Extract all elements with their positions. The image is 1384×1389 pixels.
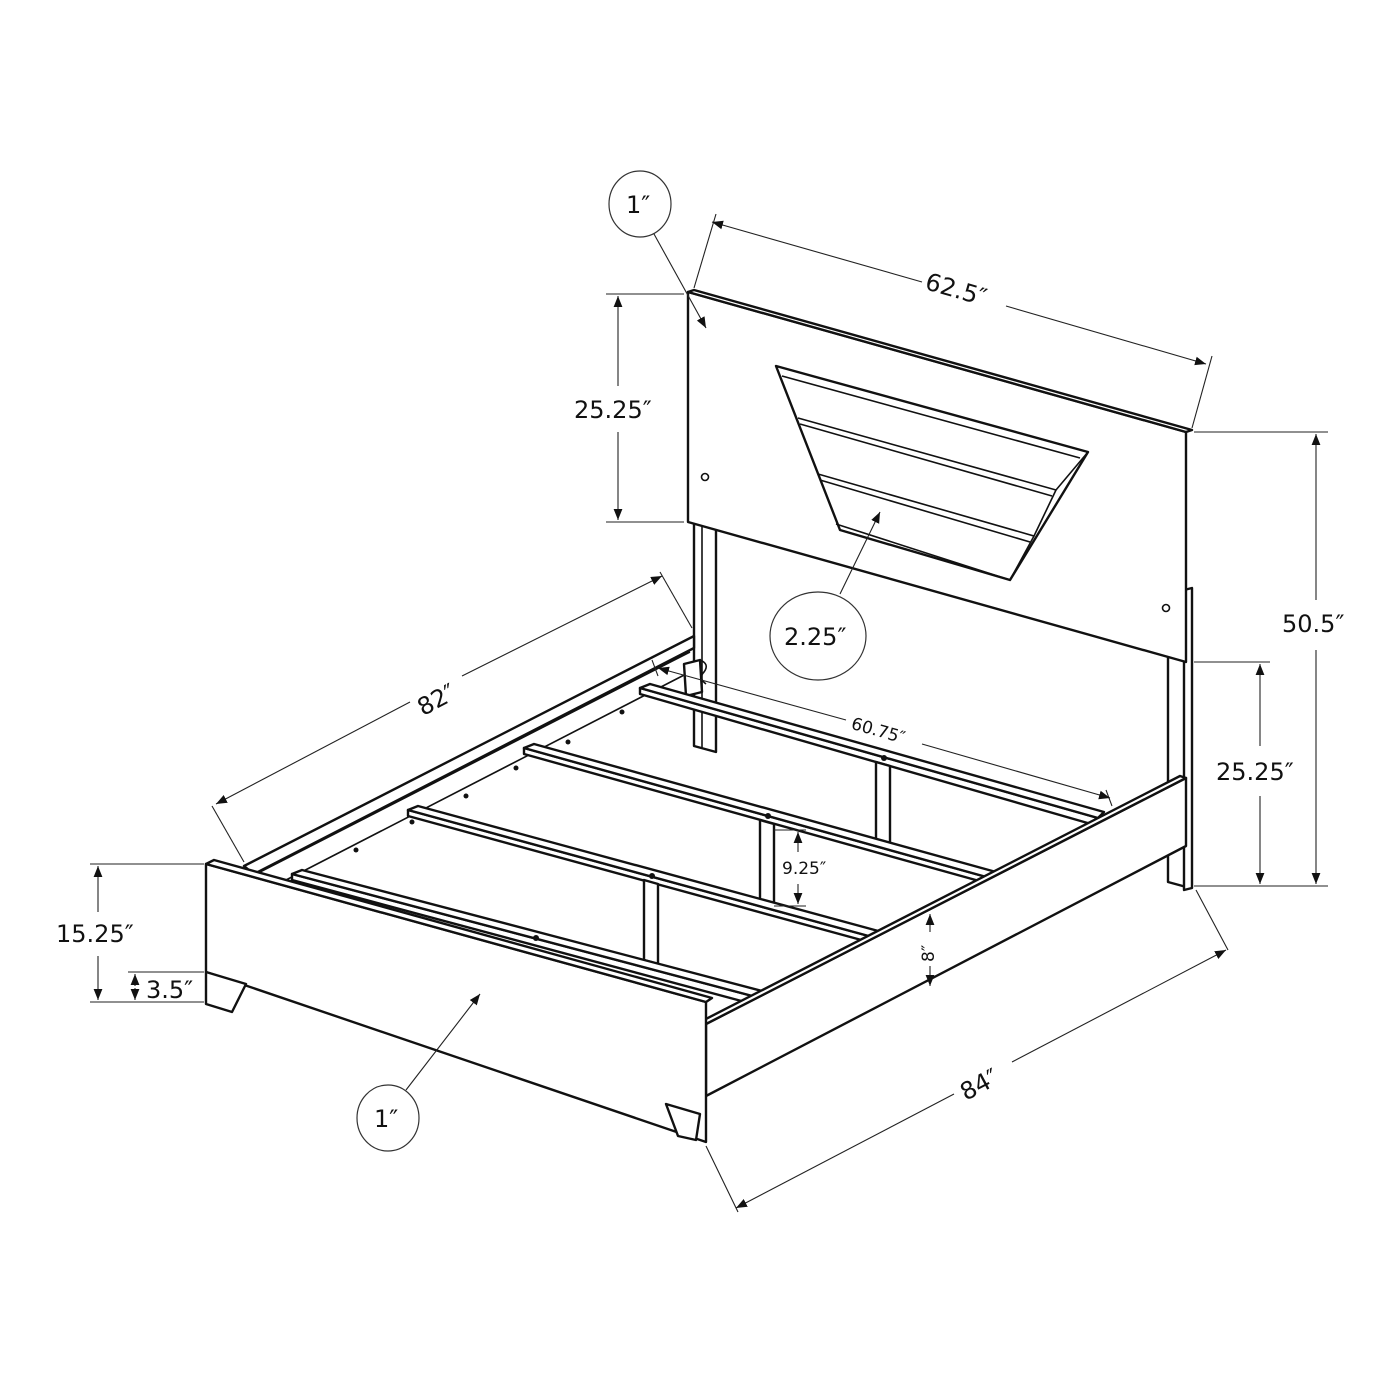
dim-headboard-leg-height: 25.25″ xyxy=(1194,661,1294,884)
dim-footboard-leg-height: 3.5″ xyxy=(128,971,204,1004)
dim-label-headboard-panel-height: 25.25″ xyxy=(574,396,652,424)
left-side-rail xyxy=(242,634,696,876)
callout-label-headboard-thickness: 1″ xyxy=(626,191,650,219)
dim-slat-support-leg-height: 9.25″ xyxy=(774,829,826,907)
dim-footboard-height: 15.25″ xyxy=(56,863,204,1003)
callout-label-inset-panel: 2.25″ xyxy=(784,623,846,651)
slat-1 xyxy=(638,682,1106,848)
headboard-bolt-hole-right xyxy=(1161,603,1171,613)
callout-inset-panel: 2.25″ xyxy=(769,511,881,681)
left-rail-ledge xyxy=(285,671,691,881)
dim-label-bed-length-inside: 82″ xyxy=(413,678,461,721)
callout-footboard-thickness: 1″ xyxy=(356,993,481,1152)
slat-1-support-leg xyxy=(874,760,892,848)
footboard-right-leg xyxy=(664,1102,702,1142)
callout-label-footboard-thickness: 1″ xyxy=(374,1105,398,1133)
dim-label-footboard-leg-height: 3.5″ xyxy=(146,976,193,1004)
dim-label-headboard-width: 62.5″ xyxy=(922,268,990,312)
footboard xyxy=(204,858,714,1144)
dim-headboard-panel-height: 25.25″ xyxy=(574,293,684,523)
dim-label-overall-length: 84″ xyxy=(955,1063,1003,1106)
callout-headboard-thickness: 1″ xyxy=(608,170,707,329)
headboard-bolt-hole-left xyxy=(700,472,710,482)
dim-label-footboard-height: 15.25″ xyxy=(56,920,134,948)
dim-headboard-total-height: 50.5″ xyxy=(1194,431,1344,887)
dim-label-headboard-leg-height: 25.25″ xyxy=(1216,758,1294,786)
footboard-left-leg xyxy=(204,970,248,1014)
dim-side-rail-height: 8″ xyxy=(919,914,939,986)
headboard-left-leg xyxy=(692,518,718,754)
dim-label-side-rail-height: 8″ xyxy=(919,945,939,962)
dim-label-slat-support-leg-height: 9.25″ xyxy=(782,859,826,879)
slat-2-support-leg xyxy=(758,818,776,906)
slat-3-support-leg xyxy=(642,878,660,966)
headboard-inset-panel xyxy=(774,364,1090,582)
dim-label-headboard-total-height: 50.5″ xyxy=(1282,610,1344,638)
